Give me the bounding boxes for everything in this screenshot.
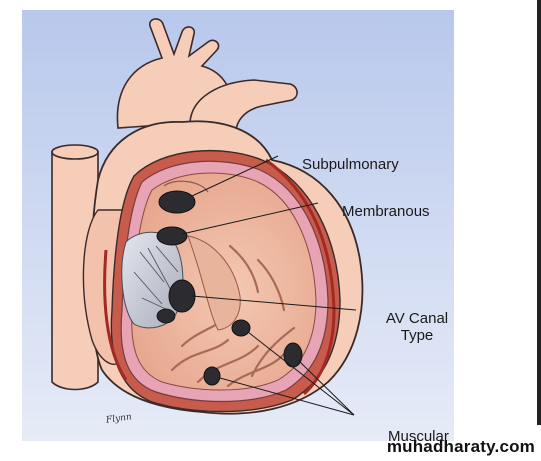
septal-band [187, 235, 241, 331]
av-canal-defect [168, 279, 196, 313]
slide-right-edge [537, 0, 541, 425]
subpulmonary-defect [158, 190, 196, 214]
label-muscular: Muscular [388, 428, 449, 441]
muscular-defect-2 [283, 342, 303, 368]
watermark: muhadharaty.com [386, 437, 535, 456]
muscular-defect-1 [231, 319, 251, 337]
label-av-canal-line2: Type [400, 327, 434, 344]
leader-lines [181, 155, 357, 416]
chordae-tendineae [133, 245, 179, 311]
label-av-canal-type: AV Canal Type [382, 310, 452, 344]
muscular-defect-3 [203, 366, 221, 386]
label-av-canal-line1: AV Canal [385, 310, 449, 327]
label-membranous: Membranous [342, 203, 430, 220]
great-vessels [51, 18, 298, 391]
coronary-vessels [103, 158, 336, 396]
membranous-defect [156, 226, 188, 246]
heart-diagram-panel: Subpulmonary Membranous AV Canal Type Mu… [22, 10, 454, 441]
heart-illustration [22, 10, 454, 441]
label-subpulmonary: Subpulmonary [302, 156, 399, 173]
